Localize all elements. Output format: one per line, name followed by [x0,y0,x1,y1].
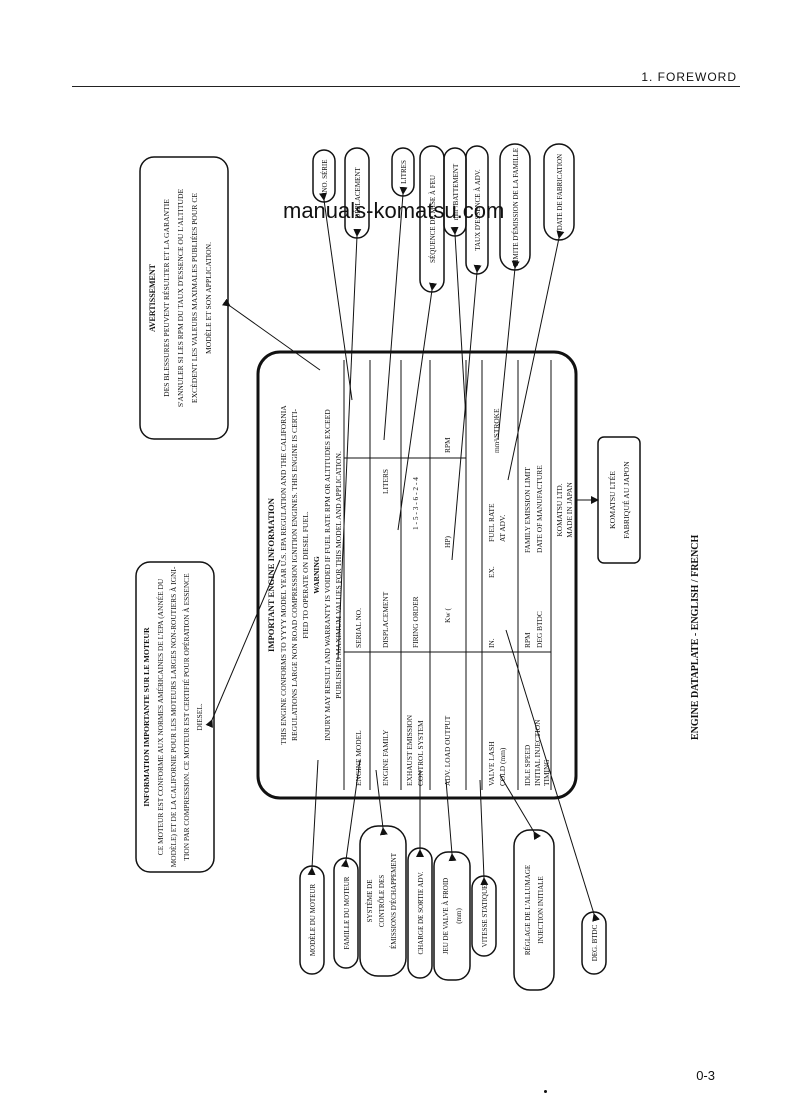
row-adv-load: ADV. LOAD OUTPUT [443,715,452,786]
top-callouts: NO. SÉRIE DÉPLACEMENT LITRES SÉQUENCE DE… [312,143,575,293]
avertissement-line-4: MODÈLE ET SON APPLICATION. [203,242,213,354]
row-in: IN. [487,638,496,648]
row-date-mfg: DATE OF MANUFACTURE [535,465,544,553]
row-cold: COLD (mm) [498,747,507,786]
svg-text:FAMILLE DU MOTEUR: FAMILLE DU MOTEUR [343,876,351,949]
svg-text:DÉPLACEMENT: DÉPLACEMENT [354,167,362,219]
row-firing-value: 1 - 5 - 3 - 6 - 2 - 4 [411,477,420,530]
komatsu-ltee-line-1: KOMATSU LTÉE [607,471,617,529]
svg-text:ÉMISSIONS D'ÉCHAPPEMENT: ÉMISSIONS D'ÉCHAPPEMENT [390,852,398,949]
bottom-label-famille-moteur: FAMILLE DU MOTEUR [333,857,359,969]
bottom-label-charge-sortie: CHARGE DE SORTIE ADV. [407,847,433,979]
row-initial: INITIAL INJECTION [533,719,542,786]
section-title: 1. FOREWORD [641,70,737,84]
row-liters: LITERS [381,469,390,494]
row-engine-family: ENGINE FAMILY [381,729,390,786]
svg-text:SÉQUENCE DE MISE À FEU: SÉQUENCE DE MISE À FEU [429,175,437,263]
watermark-text: manuals-komatsu.com [283,198,505,223]
row-komatsu: KOMATSU LTD. [555,483,564,536]
plate-warning-2: PUBLISHED MAXIMUM VALUES FOR THIS MODEL … [334,451,343,699]
information-line-2: MODÈLE) ET DE LA CALIFORNIE POUR LES MOT… [168,566,178,867]
information-line-1: CE MOTEUR EST CONFORME AUX NORMES AMÉRIC… [155,578,165,855]
row-idle: IDLE SPEED [523,744,532,786]
svg-text:NO. SÉRIE: NO. SÉRIE [321,159,329,192]
svg-text:JEU DE VALVE À FROID: JEU DE VALVE À FROID [442,878,450,955]
svg-text:CONTRÔLE DES: CONTRÔLE DES [378,875,386,927]
avertissement-line-2: S'ANNULER SI LES RPM DU TAUX D'ESSENCE O… [176,189,185,408]
row-control: CONTROL SYSTEM [416,720,425,786]
row-deg: DEG BTDC [535,611,544,648]
header-rule [72,86,740,87]
svg-text:CHARGE DE SORTIE ADV.: CHARGE DE SORTIE ADV. [417,871,425,954]
plate-intro-3: FIED TO OPERATE ON DIESEL FUEL. [301,511,310,638]
row-engine-model: ENGINE MODEL [354,730,363,786]
top-label-litres: LITRES [391,147,415,197]
row-rpm-1: RPM [443,437,452,453]
information-title: INFORMATION IMPORTANTE SUR LE MOTEUR [142,627,151,807]
svg-text:DEG. BTDC: DEG. BTDC [591,924,599,961]
engine-dataplate: IMPORTANT ENGINE INFORMATION THIS ENGINE… [256,350,578,800]
row-exhaust: EXHAUST EMISSION [405,714,414,786]
row-stroke: mm³/STROKE [492,408,501,453]
svg-text:LIMITE D'ÉMISSION DE LA FAMILL: LIMITE D'ÉMISSION DE LA FAMILLE [512,148,520,266]
avertissement-title: AVERTISSEMENT [148,263,157,332]
row-timing: TIMING [542,759,551,786]
scan-speck [544,1090,547,1093]
row-valve-lash: VALVE LASH [487,741,496,786]
svg-text:LITRES: LITRES [400,160,408,184]
svg-text:MODÈLE DU MOTEUR: MODÈLE DU MOTEUR [309,884,317,957]
row-rpm-2: RPM [523,632,532,648]
row-fuel-rate: FUEL RATE [487,503,496,542]
svg-text:DATE DE FABRICATION: DATE DE FABRICATION [556,154,564,230]
row-at-adv: AT ADV. [498,515,507,542]
top-label-no-serie: NO. SÉRIE [312,149,336,203]
dataplate-border [256,350,578,800]
bottom-label-systeme-controle: SYSTÈME DE CONTRÔLE DES ÉMISSIONS D'ÉCHA… [359,825,407,977]
row-firing-order: FIRING ORDER [411,596,420,648]
bottom-callouts: MODÈLE DU MOTEUR FAMILLE DU MOTEUR SYSTÈ… [299,825,607,991]
caption-group: ENGINE DATAPLATE - ENGLISH / FRENCH [690,534,701,740]
avertissement-line-3: EXCÈDENT LES VALEURS MAXIMALES PUBLIÉES … [189,193,199,403]
plate-intro-1: THIS ENGINE CONFORMS TO YYYY MODEL YEAR … [279,405,288,745]
row-serial-no: SERIAL NO. [354,608,363,648]
bottom-label-reglage-allumage: RÉGLAGE DE L'ALLUMAGE INJECTION INITIALE [513,829,555,991]
avertissement-note: AVERTISSEMENT DES BLESSURES PEUVENT RÉSU… [139,156,229,440]
information-note: INFORMATION IMPORTANTE SUR LE MOTEUR CE … [135,561,215,873]
information-line-4: DIESEL. [195,703,204,730]
top-label-deplacement: DÉPLACEMENT [344,147,370,239]
plate-heading: IMPORTANT ENGINE INFORMATION [266,497,276,652]
row-hp: HP) [443,536,452,548]
svg-text:mm³/BATTEMENT: mm³/BATTEMENT [452,163,460,220]
svg-text:TAUX D'ESSENCE À ADV.: TAUX D'ESSENCE À ADV. [474,169,482,251]
bottom-label-vitesse-statique: VITESSE STATIQUE [471,875,497,957]
plate-warning-title: WARNING [312,556,321,594]
avertissement-line-1: DES BLESSURES PEUVENT RÉSULTER ET LA GAR… [161,199,171,397]
row-made-in: MADE IN JAPAN [565,482,574,538]
top-label-date-fabrication: DATE DE FABRICATION [543,143,575,241]
komatsu-ltee-box: KOMATSU LTÉE FABRIQUÉ AU JAPON [597,436,641,564]
row-kw: Kw ( [443,607,452,623]
komatsu-ltee-line-2: FABRIQUÉ AU JAPON [621,461,631,539]
plate-intro-2: REGULATIONS LARGE NON ROAD COMPRESSION I… [290,409,299,742]
information-line-3: TION PAR COMPRESSION. CE MOTEUR EST CERT… [181,573,191,861]
svg-text:SYSTÈME DE: SYSTÈME DE [366,880,374,923]
row-family-limit: FAMILY EMISSION LIMIT [523,467,532,553]
top-label-limite-emission: LIMITE D'ÉMISSION DE LA FAMILLE [499,143,531,271]
bottom-label-jeu-valve: JEU DE VALVE À FROID (mm) [433,851,471,981]
page-number: 0-3 [696,1068,715,1083]
plate-warning-1: INJURY MAY RESULT AND WARRANTY IS VOIDED… [323,409,332,741]
row-displacement: DISPLACEMENT [381,591,390,648]
svg-text:INJECTION INITIALE: INJECTION INITIALE [537,876,545,943]
svg-text:(mm): (mm) [455,908,463,924]
bottom-label-modele-moteur: MODÈLE DU MOTEUR [299,865,325,975]
svg-text:VITESSE STATIQUE: VITESSE STATIQUE [481,885,489,948]
svg-text:RÉGLAGE DE L'ALLUMAGE: RÉGLAGE DE L'ALLUMAGE [524,865,532,955]
bottom-label-deg-btdc: DEG. BTDC [581,911,607,975]
leader-lines [205,186,600,922]
figure-caption: ENGINE DATAPLATE - ENGLISH / FRENCH [690,534,701,740]
row-ex: EX. [487,566,496,578]
